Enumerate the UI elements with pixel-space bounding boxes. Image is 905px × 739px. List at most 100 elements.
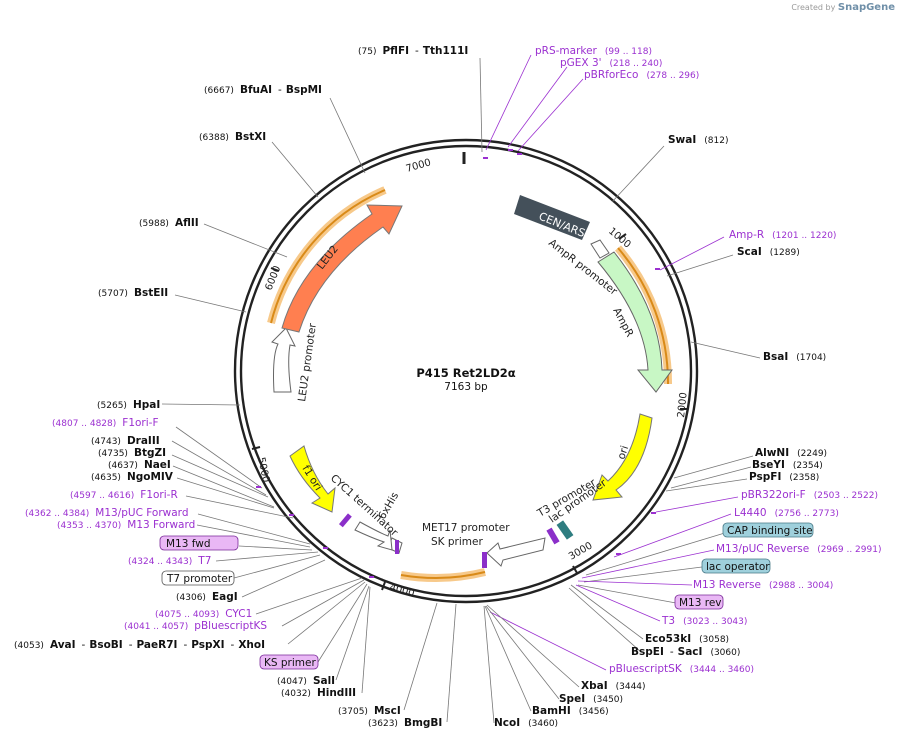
tick-1000 bbox=[618, 233, 627, 240]
site-bmgbi: (3623)BmgBI bbox=[368, 717, 442, 729]
tick-label-5000: 5000 bbox=[255, 456, 271, 483]
box-lac-operator bbox=[701, 558, 771, 574]
tick-label-4000: 4000 bbox=[388, 582, 415, 599]
box-lac-operator-label: lac operator bbox=[706, 561, 770, 573]
plasmid-name: P415 Ret2LD2α bbox=[416, 366, 515, 380]
site-pspfi: PspFI(2358) bbox=[749, 471, 819, 483]
feature-ampr bbox=[597, 251, 673, 393]
site-bfuai: (6667)BfuAI-BspMI bbox=[204, 84, 322, 96]
box-m13-fwd-label: M13 fwd bbox=[166, 538, 211, 550]
box-ks-primer bbox=[259, 654, 319, 670]
primer-t3: T3(3023 .. 3043) bbox=[661, 615, 747, 627]
feature-met17-promoter bbox=[486, 537, 546, 567]
tick-4000 bbox=[381, 581, 386, 591]
site-aflii: (5988)AflII bbox=[139, 217, 199, 229]
site-pflfi: (75)PflFI-Tth111I bbox=[358, 45, 468, 57]
amp-highlight-line bbox=[617, 247, 670, 385]
site-sali: (4047)SalI bbox=[277, 675, 335, 687]
left-labels: (75)PflFI-Tth111I (6667)BfuAI-BspMI (638… bbox=[14, 45, 468, 729]
feature-6xhis-mark bbox=[395, 540, 399, 554]
credit-prefix: Created by bbox=[791, 3, 836, 12]
site-eco53ki: Eco53kI(3058) bbox=[645, 633, 729, 645]
leader-lines-left bbox=[161, 57, 483, 723]
primer-f1ori-r: (4597 .. 4616)F1ori-R bbox=[70, 489, 178, 501]
primer-l4440: L4440(2756 .. 2773) bbox=[734, 507, 839, 519]
primer-amp-r: Amp-R(1201 .. 1220) bbox=[729, 229, 836, 241]
leader-lines-right bbox=[483, 54, 761, 724]
feature-lac-block bbox=[556, 520, 574, 540]
site-swai: SwaI(812) bbox=[668, 134, 728, 146]
box-m13-rev-label: M13 rev bbox=[679, 597, 722, 609]
tick-label-7000: 7000 bbox=[405, 157, 432, 175]
feature-leu2 bbox=[281, 204, 403, 333]
feature-cyc1-terminator bbox=[354, 521, 393, 551]
primer-m13-puc-reverse: M13/pUC Reverse(2969 .. 2991) bbox=[716, 543, 881, 555]
site-ncoi: NcoI(3460) bbox=[494, 717, 558, 729]
primer-pbluescriptsk: pBluescriptSK(3444 .. 3460) bbox=[609, 663, 754, 675]
box-m13-fwd bbox=[159, 535, 239, 551]
box-ks-primer-label: KS primer bbox=[264, 657, 316, 669]
site-bsteii: (5707)BstEII bbox=[98, 287, 168, 299]
feature-label: LEU2 promoter bbox=[296, 322, 319, 402]
tick-3000 bbox=[572, 565, 578, 574]
site-scai: ScaI(1289) bbox=[737, 246, 800, 258]
site-spei: SpeI(3450) bbox=[559, 693, 623, 705]
feature-cyc1-mark bbox=[338, 513, 352, 528]
feature-cen-ars bbox=[514, 195, 590, 240]
site-msci: (3705)MscI bbox=[338, 705, 401, 717]
snapgene-credit: Created by SnapGene bbox=[791, 2, 895, 13]
feature-t3-mark bbox=[546, 527, 560, 545]
box-m13-rev bbox=[674, 594, 724, 610]
primer-f1ori-f: (4807 .. 4828)F1ori-F bbox=[52, 417, 159, 429]
primer-t7: (4324 .. 4343)T7 bbox=[128, 555, 211, 567]
site-naei: (4637)NaeI bbox=[108, 459, 171, 471]
site-avai-group: (4053)AvaI-BsoBI-PaeR7I-PspXI-XhoI bbox=[14, 639, 265, 651]
backbone-inner bbox=[239, 144, 693, 598]
tick-6000 bbox=[270, 267, 280, 272]
site-ngomiv: (4635)NgoMIV bbox=[91, 471, 174, 483]
site-alwni: AlwNI(2249) bbox=[755, 447, 827, 459]
backbone-outer bbox=[233, 138, 699, 604]
feature-label: SK primer bbox=[431, 536, 483, 548]
met17-highlight-line bbox=[400, 571, 486, 579]
primer-pgex3: pGEX 3'(218 .. 240) bbox=[560, 57, 662, 69]
primer-pbr322ori-f: pBR322ori-F(2503 .. 2522) bbox=[741, 489, 878, 501]
box-cap-binding-site bbox=[722, 522, 814, 538]
feature-sk-mark bbox=[482, 552, 487, 568]
site-eagi: (4306)EagI bbox=[176, 591, 238, 603]
site-bspei-saci: BspEI-SacI(3060) bbox=[631, 646, 740, 658]
snapgene-logo: SnapGene bbox=[837, 2, 895, 13]
site-hindiii: (4032)HindIII bbox=[281, 687, 356, 699]
right-labels: pRS-marker(99 .. 118) pGEX 3'(218 .. 240… bbox=[494, 45, 881, 729]
feature-label: ori bbox=[615, 444, 631, 461]
plasmid-size: 7163 bp bbox=[444, 381, 488, 393]
box-cap-binding-site-label: CAP binding site bbox=[727, 525, 813, 537]
primer-cyc1: (4075 .. 4093)CYC1 bbox=[155, 608, 252, 620]
feature-ori bbox=[592, 413, 653, 501]
site-bamhi: BamHI(3456) bbox=[532, 705, 609, 717]
primer-m13-puc-forward: (4362 .. 4384)M13/pUC Forward bbox=[25, 507, 188, 519]
site-bseyi: BseYI(2354) bbox=[752, 459, 823, 471]
box-t7-promoter-label: T7 promoter bbox=[166, 573, 233, 585]
leu2-highlight-line bbox=[270, 189, 386, 324]
feature-label: MET17 promoter bbox=[422, 522, 510, 534]
tick-label-2000: 2000 bbox=[676, 392, 690, 418]
primer-pbrforeco: pBRforEco(278 .. 296) bbox=[584, 69, 699, 81]
feature-f1-ori bbox=[289, 445, 336, 513]
feature-ampr-promoter bbox=[590, 239, 610, 259]
site-hpai: (5265)HpaI bbox=[97, 399, 160, 411]
primer-m13-forward: (4353 .. 4370)M13 Forward bbox=[57, 519, 195, 531]
primer-pbluescriptks: (4041 .. 4057)pBluescriptKS bbox=[124, 620, 267, 632]
primer-prs-marker: pRS-marker(99 .. 118) bbox=[535, 45, 652, 57]
site-xbai: XbaI(3444) bbox=[581, 680, 646, 692]
site-draiii: (4743)DraIII bbox=[91, 435, 160, 447]
site-bstxi: (6388)BstXI bbox=[199, 131, 266, 143]
primer-marks bbox=[256, 149, 660, 578]
feature-leu2-promoter bbox=[271, 327, 296, 393]
primer-m13-reverse: M13 Reverse(2988 .. 3004) bbox=[693, 579, 833, 591]
site-bsai: BsaI(1704) bbox=[763, 351, 826, 363]
tick-5000 bbox=[251, 446, 261, 450]
box-t7-promoter bbox=[161, 570, 235, 586]
site-btgzi: (4735)BtgZI bbox=[98, 447, 166, 459]
